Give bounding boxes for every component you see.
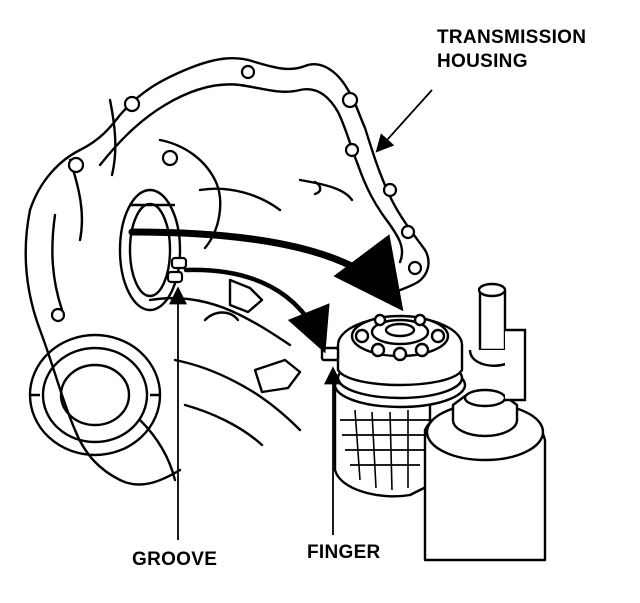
housing-label-line2: HOUSING (437, 51, 528, 72)
flange-bolt-holes (50, 64, 423, 323)
shift-rod (468, 282, 527, 402)
transmission-housing (24, 57, 430, 486)
groove-to-finger-arrow (183, 267, 330, 354)
mainshaft-assembly (320, 313, 467, 498)
bore-to-bearing-arrow (128, 228, 404, 312)
transmission-housing-label: TRANSMISSION HOUSING (437, 26, 586, 74)
finger-label: FINGER (307, 542, 381, 563)
leader-lines (169, 89, 433, 540)
bearing-bore (118, 188, 182, 312)
differential-bore (28, 333, 162, 457)
countershaft-assembly (423, 388, 547, 562)
groove-label: GROOVE (132, 549, 218, 570)
assembly-arrows (128, 228, 404, 354)
housing-leader (375, 89, 433, 153)
housing-label-line1: TRANSMISSION (437, 27, 587, 48)
groove-slot (166, 256, 188, 284)
